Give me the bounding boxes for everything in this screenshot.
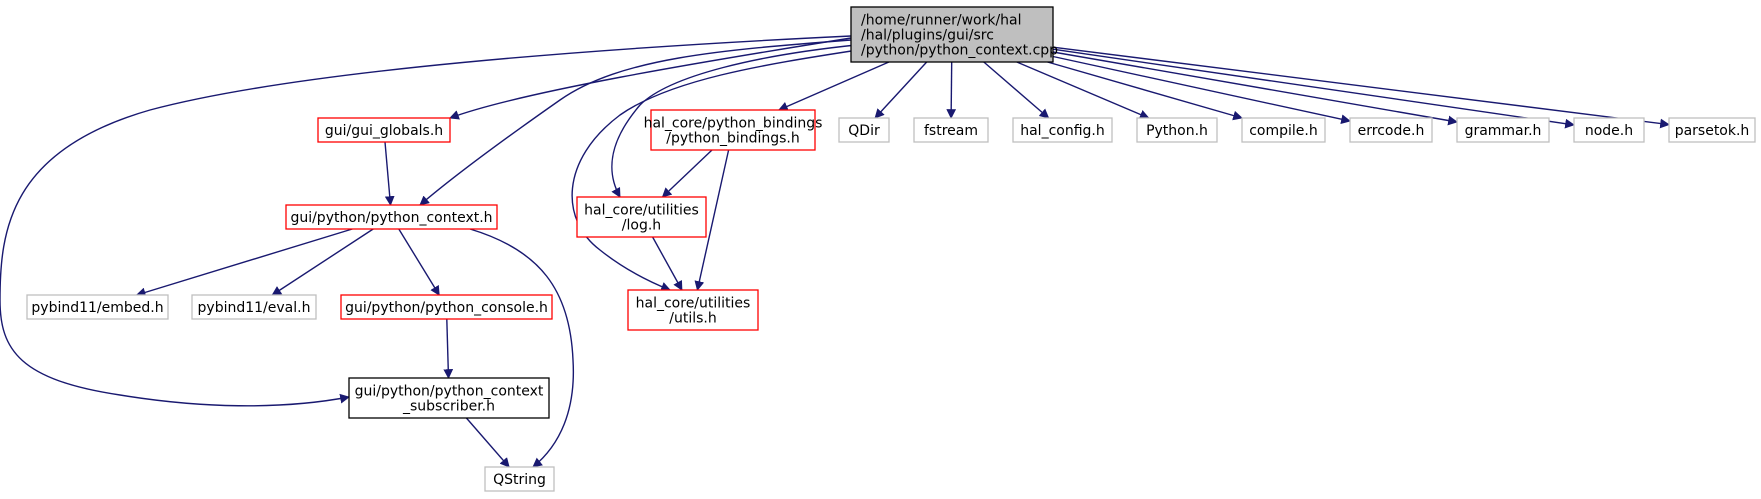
edge-root-to-utils_h: [571, 49, 859, 292]
edge-root-to-grammar_h: [1052, 51, 1458, 126]
node-box: [1241, 117, 1326, 143]
node-log-h[interactable]: hal_core/utilities/log.h: [576, 196, 707, 238]
node-label-line: gui/gui_globals.h: [325, 123, 443, 139]
node-parsetok-h: parsetok.h: [1668, 117, 1756, 143]
node-label-line: /utils.h: [669, 311, 716, 327]
node-label-line: hal_core/python_bindings: [644, 116, 823, 132]
node-label-line: fstream: [924, 123, 978, 139]
node-box: [340, 294, 553, 320]
node-label-line: /python_bindings.h: [666, 131, 800, 147]
node-errcode-h: errcode.h: [1349, 117, 1433, 143]
node-box: [627, 289, 759, 331]
node-label-line: /hal/plugins/gui/src: [861, 28, 994, 44]
node-box: [1456, 117, 1550, 143]
node-box: [850, 6, 1054, 63]
edge-root-to-qdir: [874, 61, 928, 119]
node-fstream: fstream: [913, 117, 989, 143]
node-box: [26, 294, 169, 320]
node-compile-h: compile.h: [1241, 117, 1326, 143]
node-utils-h[interactable]: hal_core/utilities/utils.h: [627, 289, 759, 331]
node-box: [1349, 117, 1433, 143]
node-box: [838, 117, 890, 143]
edge-root-to-python_context_h: [419, 39, 852, 206]
node-hal-config: hal_config.h: [1012, 117, 1113, 143]
edge-log_h-to-utils_h: [651, 236, 683, 291]
node-box: [1012, 117, 1113, 143]
edge-layer: [0, 35, 1670, 468]
edge-root-to-fstream: [946, 61, 957, 119]
edge-python_context_h-to-pybind_embed: [135, 228, 353, 298]
edge-root-to-python_bindings: [778, 61, 890, 111]
edge-python_context_h-to-python_console: [398, 228, 440, 296]
edge-root-to-node_h: [1052, 48, 1575, 129]
node-label-line: grammar.h: [1465, 123, 1542, 139]
edge-root-to-python_h: [1016, 61, 1150, 120]
edge-root-to-context_subscriber: [0, 35, 852, 407]
node-label-line: hal_config.h: [1020, 123, 1105, 139]
node-label-line: _subscriber.h: [402, 399, 495, 415]
node-python-context-h[interactable]: gui/python/python_context.h: [285, 204, 498, 230]
node-box: [576, 196, 707, 238]
node-label-line: gui/python/python_console.h: [345, 300, 548, 316]
node-label-line: gui/python/python_context.h: [290, 210, 492, 226]
node-pybind-embed: pybind11/embed.h: [26, 294, 169, 320]
edge-root-to-compile_h: [1047, 61, 1243, 121]
node-box: [317, 117, 451, 143]
node-box: [650, 109, 816, 151]
node-context-subscriber[interactable]: gui/python/python_context_subscriber.h: [348, 377, 550, 419]
node-box: [1668, 117, 1756, 143]
node-label-line: pybind11/eval.h: [198, 300, 311, 316]
node-label-line: hal_core/utilities: [636, 296, 751, 312]
node-python-h: Python.h: [1136, 117, 1218, 143]
node-qdir: QDir: [838, 117, 890, 143]
node-label-line: node.h: [1585, 123, 1633, 139]
node-label-line: errcode.h: [1358, 123, 1425, 139]
node-layer: /home/runner/work/hal/hal/plugins/gui/sr…: [26, 6, 1756, 492]
edge-root-to-log_h: [611, 44, 857, 198]
edge-root-to-hal_config: [983, 61, 1050, 119]
node-label-line: Python.h: [1146, 123, 1208, 139]
node-qstring: QString: [484, 466, 555, 492]
node-label-line: parsetok.h: [1675, 123, 1750, 139]
edge-python_context_h-to-pybind_eval: [271, 228, 374, 296]
node-box: [348, 377, 550, 419]
node-grammar-h: grammar.h: [1456, 117, 1550, 143]
node-label-line: /log.h: [622, 218, 661, 234]
node-box: [191, 294, 317, 320]
edge-root-to-gui_globals: [449, 37, 852, 120]
edge-python_console-to-context_subscriber: [443, 318, 454, 379]
node-gui-globals[interactable]: gui/gui_globals.h: [317, 117, 451, 143]
node-label-line: hal_core/utilities: [584, 203, 699, 219]
node-box: [1573, 117, 1645, 143]
edge-python_bindings-to-utils_h: [694, 149, 730, 291]
edge-python_context_h-to-qstring: [469, 228, 575, 468]
node-label-line: gui/python/python_context: [355, 384, 544, 400]
node-node-h: node.h: [1573, 117, 1645, 143]
edge-gui_globals-to-python_context_h: [384, 141, 395, 206]
edge-context_subscriber-to-qstring: [465, 417, 510, 468]
node-box: [484, 466, 555, 492]
node-label-line: /python/python_context.cpp: [861, 43, 1058, 59]
node-python-console[interactable]: gui/python/python_console.h: [340, 294, 553, 320]
node-label-line: pybind11/embed.h: [31, 300, 163, 316]
node-root[interactable]: /home/runner/work/hal/hal/plugins/gui/sr…: [850, 6, 1058, 63]
node-label-line: QString: [493, 472, 546, 488]
node-pybind-eval: pybind11/eval.h: [191, 294, 317, 320]
node-label-line: compile.h: [1249, 123, 1318, 139]
node-label-line: /home/runner/work/hal: [861, 13, 1022, 29]
node-python-bindings[interactable]: hal_core/python_bindings/python_bindings…: [644, 109, 823, 151]
node-box: [1136, 117, 1218, 143]
node-label-line: QDir: [848, 123, 880, 139]
edge-python_bindings-to-log_h: [661, 149, 713, 198]
edge-root-to-errcode_h: [1052, 55, 1351, 125]
node-box: [913, 117, 989, 143]
node-box: [285, 204, 498, 230]
edge-root-to-parsetok_h: [1052, 46, 1670, 129]
